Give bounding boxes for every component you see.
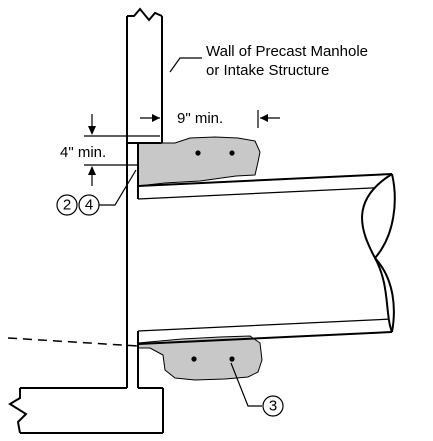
callout-3-leader <box>230 362 262 407</box>
callout-2-4-leader <box>99 169 137 206</box>
callout-3-circle <box>262 395 284 417</box>
pipe-break-end <box>361 173 393 333</box>
grout-dot <box>191 356 197 362</box>
dimension-4in-label: 4" min. <box>60 144 106 161</box>
callout-4-label: 4 <box>85 197 93 214</box>
wall-label-line2: or Intake Structure <box>206 62 329 79</box>
wall <box>8 7 164 434</box>
callout-2-circle <box>56 194 78 216</box>
dimension-4in <box>84 114 160 186</box>
grout-dot <box>229 356 235 362</box>
wall-label-line1: Wall of Precast Manhole <box>206 43 368 60</box>
dimension-9in-label: 9" min. <box>177 110 223 127</box>
grout-dot <box>195 150 201 156</box>
pipe <box>137 173 393 345</box>
pipe-break-end-back <box>374 173 396 259</box>
callout-2-label: 2 <box>63 197 71 214</box>
wall-label-leader <box>169 57 202 73</box>
floor-dashed-line <box>7 337 139 347</box>
grout-dot <box>229 150 235 156</box>
grout-mass-top <box>137 136 261 187</box>
callout-3-label: 3 <box>269 398 277 415</box>
dimension-9in <box>140 110 280 128</box>
pipe-break-end-back2 <box>374 257 395 333</box>
